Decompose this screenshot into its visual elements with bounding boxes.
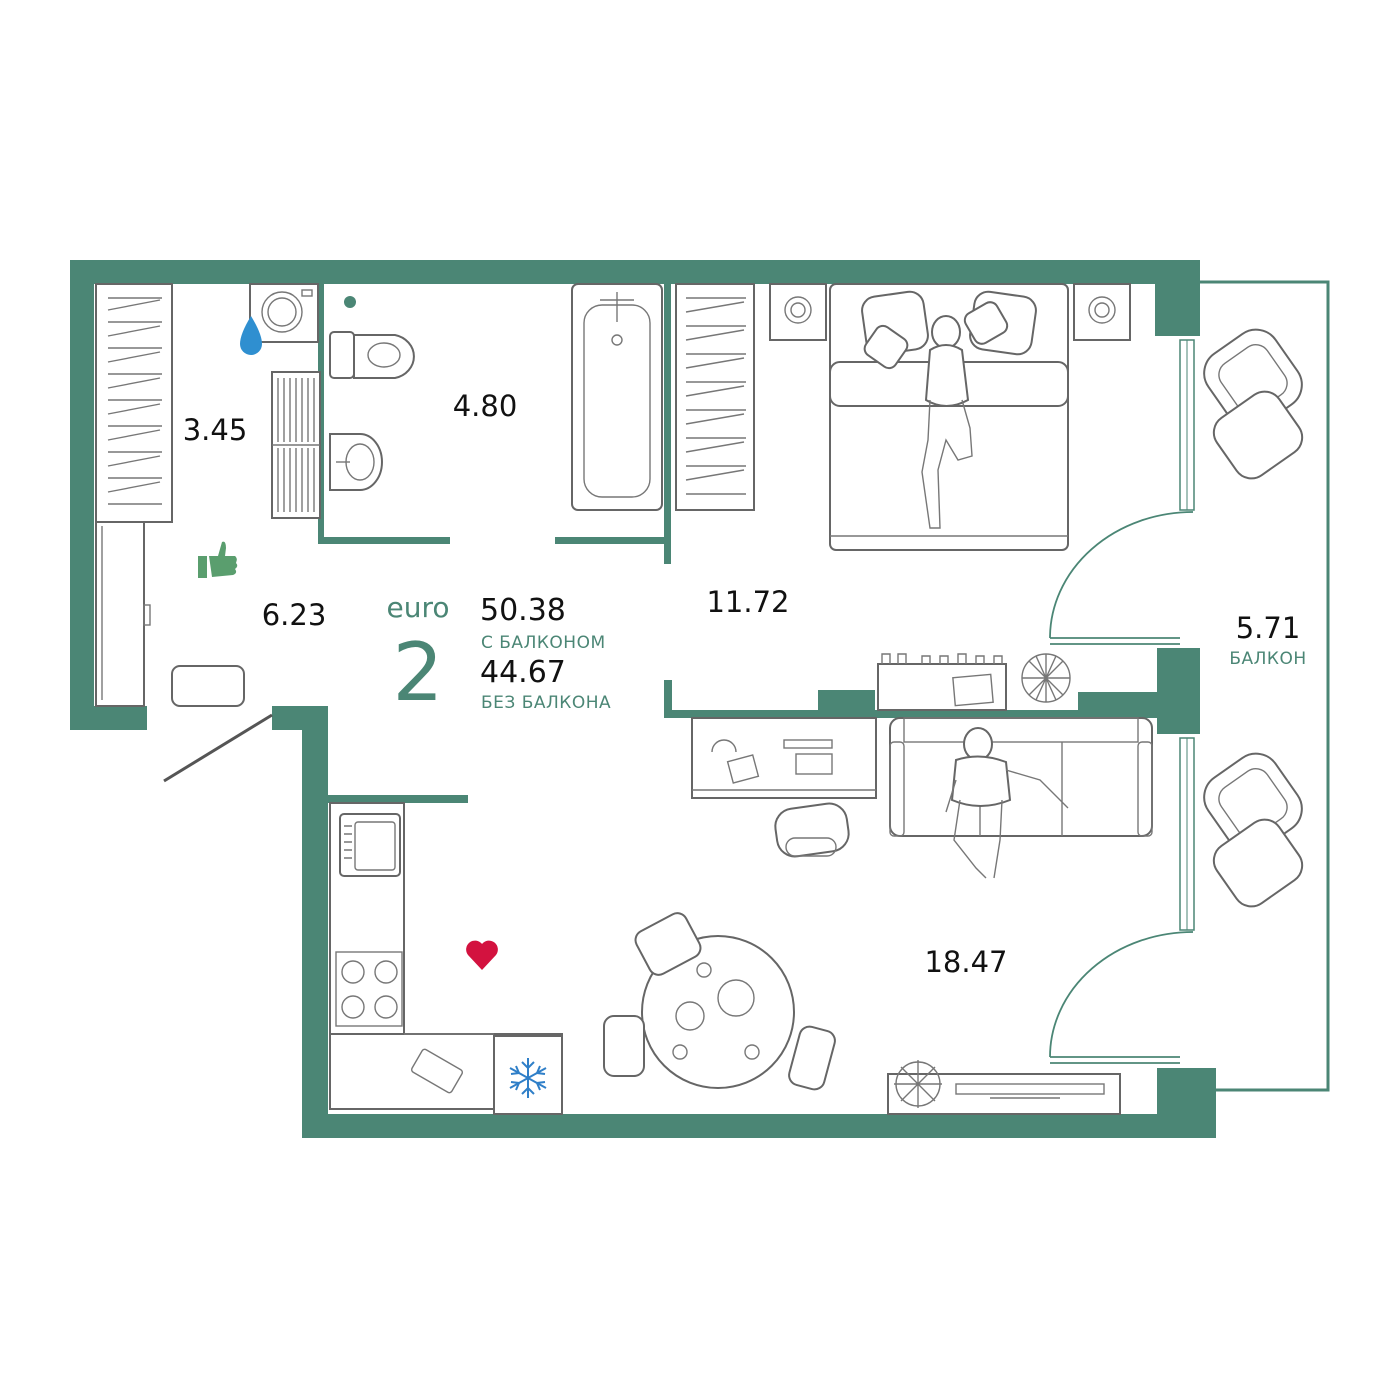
toilet xyxy=(329,296,415,379)
cooktop xyxy=(335,951,403,1027)
hallway-pouf xyxy=(171,665,245,707)
walls xyxy=(70,260,1216,1138)
balcony-outline xyxy=(1179,280,1330,1092)
nightstand-left xyxy=(769,283,827,341)
tv-stand xyxy=(887,1073,1121,1115)
washing-machine xyxy=(249,283,319,343)
heart-icon xyxy=(466,940,498,970)
plant-living xyxy=(894,1060,942,1108)
rooms-count: 2 xyxy=(393,626,444,719)
balcony-chair-lower xyxy=(1203,752,1304,908)
without-balcony-caption: БЕЗ БАЛКОНА xyxy=(481,693,611,713)
desk-chair xyxy=(774,802,850,858)
room-area-bedroom: 11.72 xyxy=(706,585,789,619)
room-area-wardrobe: 3.45 xyxy=(183,413,248,447)
cutting-board xyxy=(410,1048,464,1094)
balcony-caption: БАЛКОН xyxy=(1229,649,1306,669)
total-area-without-balcony: 44.67 xyxy=(480,655,566,690)
wardrobe-closet xyxy=(95,283,173,707)
entrance-door[interactable] xyxy=(163,713,273,783)
thumbs-up-icon xyxy=(198,541,238,578)
snowflake-icon xyxy=(509,1058,547,1098)
kitchen-sink xyxy=(339,813,401,877)
bidet-sink xyxy=(329,433,383,491)
plant-bedroom xyxy=(1021,653,1071,703)
nightstand-right xyxy=(1073,283,1131,341)
shoe-rack xyxy=(271,371,321,519)
water-drop-icon xyxy=(240,316,262,355)
bedroom-closet xyxy=(675,283,755,511)
sideboard xyxy=(877,653,1007,711)
room-area-living-kitchen: 18.47 xyxy=(924,945,1007,979)
double-bed xyxy=(829,283,1069,551)
room-area-bathroom: 4.80 xyxy=(453,389,518,423)
bathtub xyxy=(571,283,663,511)
dining-chairs xyxy=(603,912,836,1091)
balcony-door-lower[interactable] xyxy=(1049,931,1194,1064)
room-area-hallway: 6.23 xyxy=(262,598,327,632)
with-balcony-caption: С БАЛКОНОМ xyxy=(481,633,606,653)
dining-table xyxy=(641,935,795,1089)
total-area-with-balcony: 50.38 xyxy=(480,593,566,628)
balcony-door-upper[interactable] xyxy=(1049,511,1194,645)
sofa xyxy=(889,717,1153,879)
balcony-chair-upper xyxy=(1203,328,1304,480)
apartment-type-label: euro xyxy=(387,591,450,624)
room-area-balcony: 5.71 xyxy=(1236,611,1301,645)
desk xyxy=(691,717,877,799)
